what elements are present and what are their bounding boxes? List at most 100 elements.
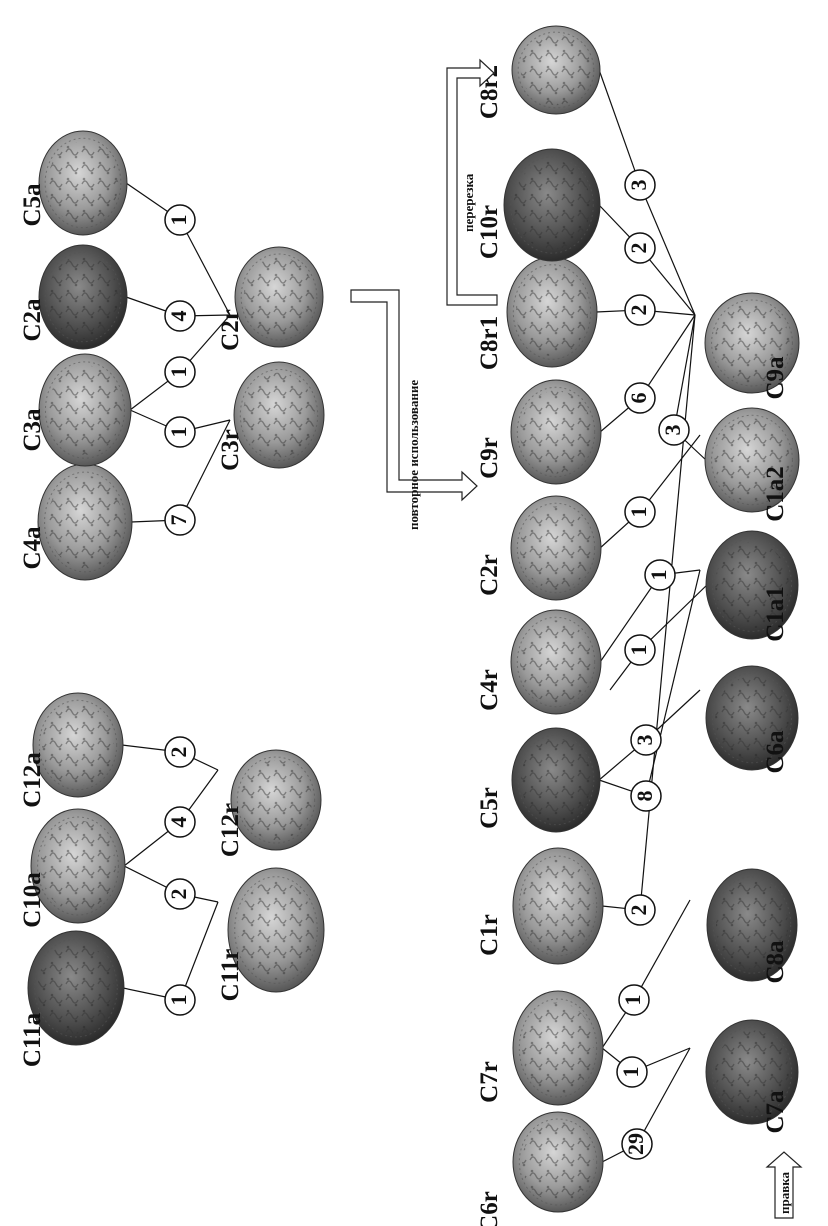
link-count: 4 <box>166 311 191 322</box>
link-count: 1 <box>618 1067 643 1078</box>
coin-label: C7a <box>762 1090 789 1134</box>
coin-inscription <box>715 1030 789 1114</box>
link-count-bubble <box>624 294 656 326</box>
link-count-bubble <box>644 559 676 591</box>
link-count: 6 <box>626 393 651 404</box>
coin-label: C1r <box>476 914 503 956</box>
coin-c6a <box>705 665 799 771</box>
coin-inscription <box>243 372 315 458</box>
recut-arrow <box>446 58 498 306</box>
coin-inscription <box>513 160 591 250</box>
coin-inscription <box>522 1122 594 1202</box>
coin-c7a <box>705 1019 799 1125</box>
die-link-line <box>639 184 696 316</box>
die-link-line <box>598 69 641 186</box>
coin-inscription <box>47 255 119 339</box>
coin-c2r <box>510 495 602 601</box>
coin-inscription <box>237 880 315 980</box>
coin-c11a <box>27 930 125 1046</box>
coin-label: C2r <box>217 309 244 351</box>
coin-inscription <box>40 820 116 912</box>
correction-label: правка <box>777 1171 792 1214</box>
link-count: 7 <box>166 515 191 526</box>
coin-beaded-border <box>516 616 596 708</box>
link-count: 2 <box>166 889 191 900</box>
link-count: 2 <box>626 243 651 254</box>
recut-label: перерезка <box>461 173 476 232</box>
link-count: 1 <box>620 995 645 1006</box>
coin-inscription <box>240 760 312 840</box>
coin-inscription <box>243 257 315 337</box>
coin-c1a2 <box>704 407 800 513</box>
coin-inscription <box>714 418 790 502</box>
coin-c10r <box>503 148 601 262</box>
coin-beaded-border <box>712 876 792 974</box>
coin-c1a1 <box>705 530 799 640</box>
link-count-bubble <box>164 984 196 1016</box>
coin-inscription <box>715 541 789 629</box>
coin-labels: C11aC10aC12aC11rC12rC4aC3aC2aC5aC3rC2rC6… <box>19 65 789 1226</box>
coins <box>27 25 800 1213</box>
coin-label: C4a <box>19 526 46 570</box>
coin-c12a <box>32 692 124 798</box>
coin-c4r <box>510 609 602 715</box>
link-count: 3 <box>660 425 685 436</box>
link-count-bubble <box>164 806 196 838</box>
coin-label: C2a <box>19 298 46 342</box>
coin-label: C3a <box>19 408 46 452</box>
coin-inscription <box>716 880 788 970</box>
coin-inscription <box>520 34 592 106</box>
coin-inscription <box>520 738 592 822</box>
link-count-bubble <box>164 878 196 910</box>
coin-inscription <box>47 141 119 225</box>
coin-c8r2 <box>511 25 601 115</box>
link-count-bubble <box>624 634 656 666</box>
coin-label: C12a <box>19 752 46 808</box>
die-link-line <box>645 569 701 797</box>
coin-label: C1a1 <box>762 586 789 642</box>
link-count: 1 <box>166 367 191 378</box>
coin-inscription <box>48 365 122 455</box>
link-count-bubble <box>164 416 196 448</box>
link-count: 1 <box>626 507 651 518</box>
coin-inscription <box>47 475 123 569</box>
coin-beaded-border <box>517 734 595 826</box>
link-count-bubble <box>164 204 196 236</box>
coin-c2a <box>38 244 128 350</box>
coin-c9r <box>510 379 602 485</box>
link-count-bubble <box>164 300 196 332</box>
link-count: 2 <box>626 905 651 916</box>
coin-inscription <box>522 859 594 953</box>
coin-label: C5r <box>476 787 503 829</box>
coin-c12r <box>230 749 322 851</box>
link-count-bubble <box>658 414 690 446</box>
coin-beaded-border <box>711 414 793 506</box>
die-link-line <box>639 314 696 399</box>
link-count-bubble <box>624 496 656 528</box>
coin-beaded-border <box>38 699 118 791</box>
coin-beaded-border <box>44 361 126 459</box>
coin-beaded-border <box>711 538 793 632</box>
link-count-bubble <box>621 1128 653 1160</box>
link-count: 2 <box>626 305 651 316</box>
die-link-line <box>636 1047 691 1145</box>
coin-label: C10r <box>476 205 503 259</box>
coin-beaded-border <box>234 876 318 984</box>
coin-label: C1a2 <box>762 466 789 522</box>
coin-beaded-border <box>711 299 793 387</box>
coin-c3a <box>38 353 132 467</box>
die-link-line <box>179 419 231 521</box>
coin-beaded-border <box>239 368 319 462</box>
link-count-bubble <box>624 169 656 201</box>
coin-label: C8a <box>762 940 789 984</box>
link-count-bubble <box>624 382 656 414</box>
die-link-line <box>179 219 231 316</box>
link-count-bubble <box>618 984 650 1016</box>
link-count: 1 <box>166 995 191 1006</box>
coin-inscription <box>520 390 592 474</box>
coin-c3r <box>233 361 325 469</box>
coin-beaded-border <box>518 1118 598 1206</box>
link-count: 1 <box>646 570 671 581</box>
coin-inscription <box>714 303 790 383</box>
